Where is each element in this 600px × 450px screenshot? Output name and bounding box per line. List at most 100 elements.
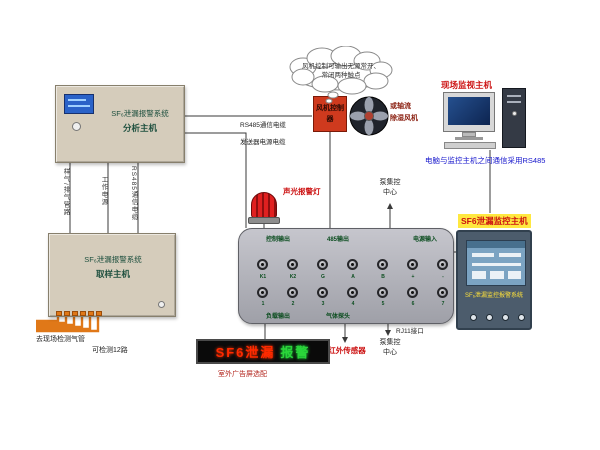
sampling-host-subtitle: 取样主机: [95, 269, 130, 279]
power-cable-label: 发送器电源电缆: [240, 139, 286, 146]
tube-connector: [64, 311, 70, 316]
screen-bar: [472, 263, 521, 266]
terminal-label: 1: [261, 301, 265, 307]
terminal-label: 5: [381, 301, 385, 307]
terminal-label: B: [381, 274, 385, 280]
screen-bar: [508, 271, 521, 279]
sampling-host-button: [158, 301, 165, 308]
sf6-host-button: [518, 314, 525, 321]
analysis-host-subtitle: 分析主机: [122, 123, 157, 133]
terminal: [287, 259, 298, 270]
tower-drive-slot: [507, 95, 521, 97]
terminal-label: G: [321, 274, 325, 280]
sf6-host-box: SF₆泄漏监控报警系统: [456, 230, 532, 330]
alarm-beacon-icon: [251, 192, 277, 218]
fan-label: 或轴流 除湿风机: [390, 101, 432, 125]
sampling-host-label: SF₆泄漏报警系统 取样主机: [63, 254, 163, 282]
sf6-host-title: SF6泄漏监控主机: [458, 214, 531, 228]
terminal: [347, 259, 358, 270]
sf6-host-screen-label: SF₆泄漏监控报警系统: [464, 293, 524, 299]
tube-connector: [72, 311, 78, 316]
sf6-host-screen: [466, 240, 526, 286]
lcd-text-line: [68, 105, 90, 107]
pump-center-line1: 泵集控: [379, 179, 401, 186]
analysis-host-box: SF₆泄漏报警系统 分析主机: [55, 85, 185, 163]
cloud-note-line1: 风机控制可输出无源常开、: [302, 63, 380, 70]
tower-drive-slot: [507, 101, 521, 103]
tube-connector: [56, 311, 62, 316]
group-label-load: 负载输出: [265, 314, 290, 320]
tube-connector: [88, 311, 94, 316]
terminal: [437, 259, 448, 270]
pump-center-bottom-label: 泵集控 中心: [372, 338, 408, 358]
terminal-label: K1: [259, 274, 267, 280]
terminal: [377, 287, 388, 298]
terminal: [407, 259, 418, 270]
pump-center-line2: 中心: [383, 348, 397, 356]
sampling-host-title: SF₆泄漏报警系统: [84, 255, 142, 264]
screen-bar: [499, 253, 521, 257]
terminal: [257, 259, 268, 270]
terminal: [437, 287, 448, 298]
group-label-485: 485输出: [326, 237, 349, 243]
screen-bar: [472, 253, 494, 257]
pump-center-top-label: 泵集控 中心: [372, 178, 408, 198]
monitor: [443, 92, 495, 132]
ir-sensor-label: 红外传感器: [328, 346, 366, 355]
tower-power-button: [512, 111, 517, 116]
terminal-label: +: [411, 274, 415, 280]
fan-label-line2: 除湿风机: [390, 114, 418, 122]
led-red-text: SF6泄漏: [215, 345, 276, 360]
terminal-label: K2: [289, 274, 297, 280]
cloud-note: 风机控制可输出无源常开、 常闭两种触点: [297, 62, 385, 80]
computer-tower: [502, 88, 526, 148]
rs485-cable-label: RS485通信电缆: [240, 122, 286, 129]
beacon-label: 声光报警灯: [283, 187, 321, 196]
fan-controller-label: 风机控制器: [316, 105, 344, 123]
pump-center-line1: 泵集控: [379, 339, 401, 346]
terminal-label: 3: [321, 301, 325, 307]
group-label-control: 控制输出: [265, 237, 290, 243]
led-note: 室外广告屏选配: [218, 371, 267, 378]
rj11-label: RJ11接口: [396, 328, 424, 335]
pump-center-line2: 中心: [383, 188, 397, 196]
cloud-note-line2: 常闭两种触点: [321, 72, 361, 80]
gas-tubes: [36, 317, 100, 333]
fan-label-line1: 或轴流: [390, 103, 411, 110]
led-green-text: 报警: [280, 345, 311, 360]
keyboard: [444, 142, 496, 149]
group-label-probe: 气体探头: [325, 314, 350, 320]
terminal-label: A: [351, 274, 355, 280]
rs485-line-label: RS485通信电缆: [130, 166, 137, 221]
power-cable-wire: [185, 132, 247, 228]
tubes-to-site-label: 去现场检测气管: [36, 336, 85, 343]
terminal-label: 4: [351, 301, 355, 307]
monitor-screen: [448, 97, 490, 125]
monitor-stand: [462, 132, 476, 137]
terminal: [377, 259, 388, 270]
tube-connector: [96, 311, 102, 316]
terminal-label: 6: [411, 301, 415, 307]
tubes-channels-label: 可检测12路: [92, 347, 128, 354]
analysis-host-button: [72, 122, 81, 131]
terminal-label: 7: [441, 301, 445, 307]
site-monitor-title: 现场监视主机: [441, 80, 493, 90]
fan-icon: [349, 96, 389, 136]
group-label-power: 电源输入: [412, 237, 437, 243]
terminal: [407, 287, 418, 298]
fan-controller-box: 风机控制器: [313, 96, 347, 132]
monitor-base: [455, 137, 483, 140]
sf6-host-button: [502, 314, 509, 321]
sf6-host-button: [470, 314, 477, 321]
rs485-note: 电脑与监控主机之间通信采用RS485: [425, 156, 546, 165]
terminal: [317, 287, 328, 298]
led-display: SF6泄漏 报警: [196, 339, 330, 364]
lcd-text-line: [68, 99, 86, 101]
screen-bar: [490, 271, 504, 279]
tube-connector: [80, 311, 86, 316]
screen-header-bar: [467, 241, 525, 248]
power-line-label: 工作电源: [100, 176, 107, 206]
terminal: [287, 287, 298, 298]
sampling-host-box: SF₆泄漏报警系统 取样主机: [48, 233, 176, 317]
gas-line-label: 样气/排气管路: [62, 168, 69, 216]
